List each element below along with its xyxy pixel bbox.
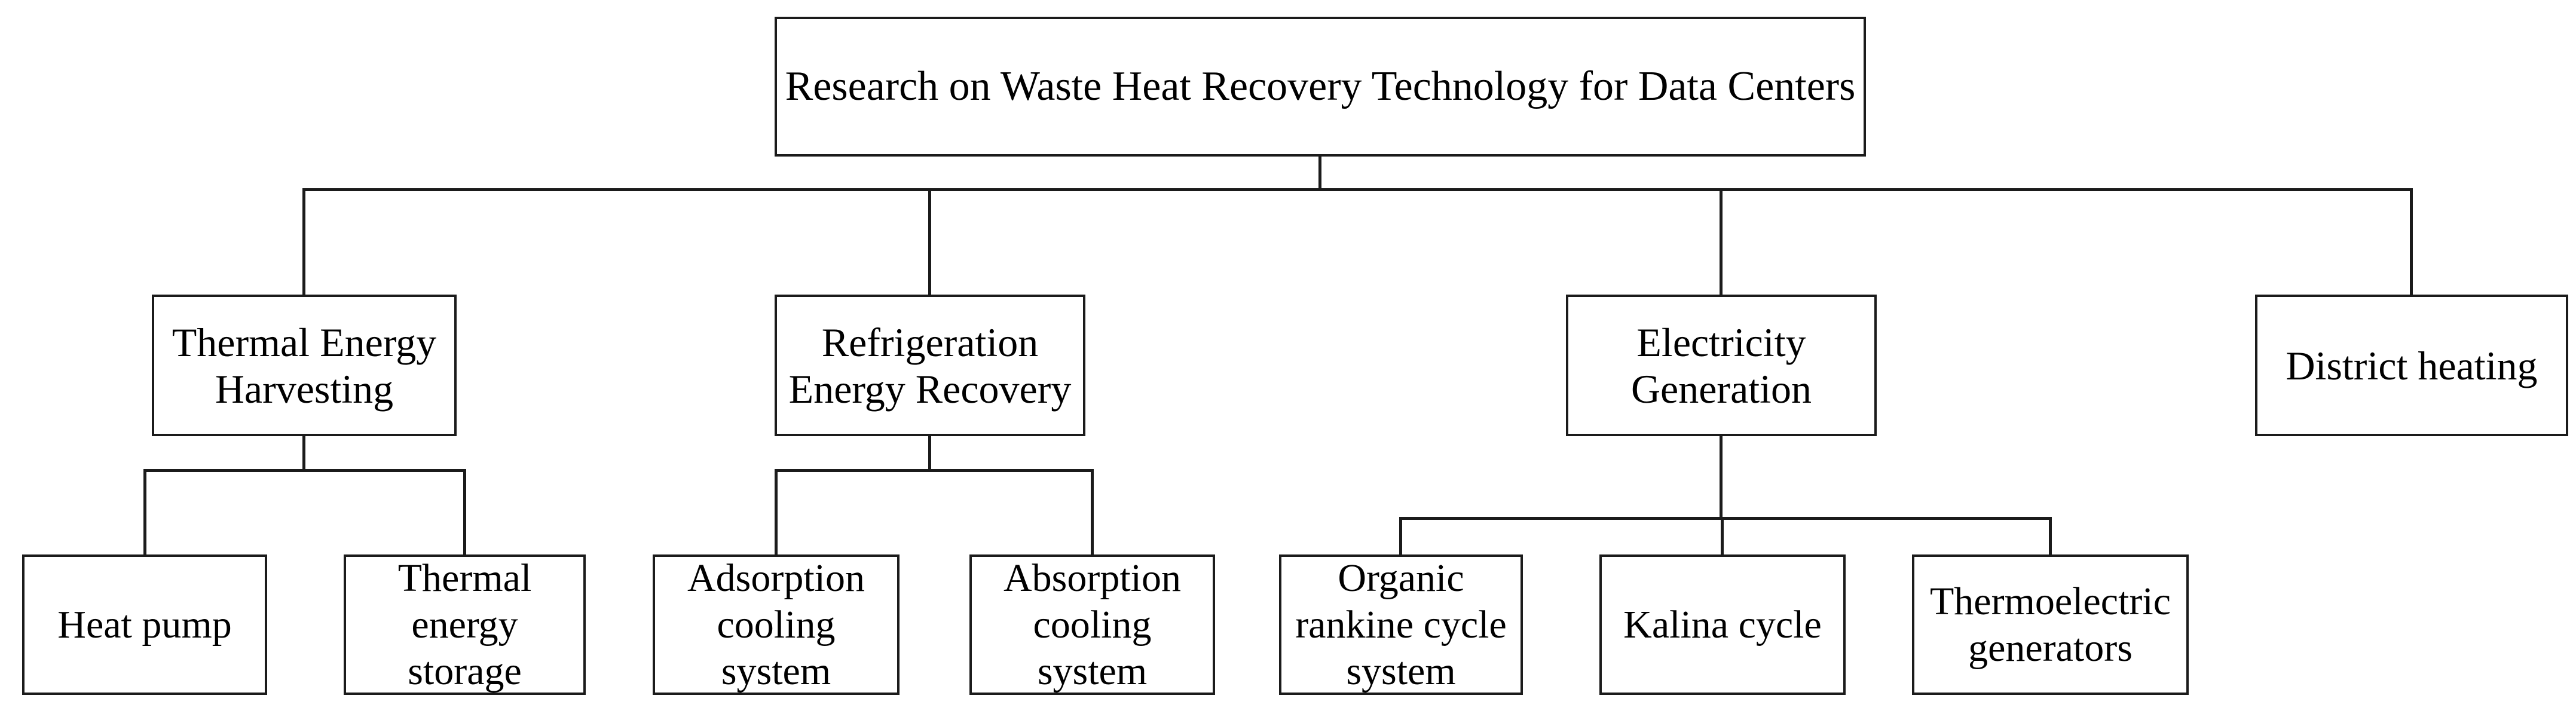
node-organic-rankine-cycle-system-label: Organic rankine cycle system bbox=[1295, 556, 1507, 693]
node-thermoelectric-generators-label: Thermoelectric generators bbox=[1929, 579, 2171, 670]
connector-drop-refrigeration-energy-recovery bbox=[928, 188, 931, 296]
node-heat-pump: Heat pump bbox=[22, 554, 267, 695]
node-electricity-generation: Electricity Generation bbox=[1566, 295, 1877, 436]
node-thermal-energy-storage: Thermal energy storage bbox=[344, 554, 586, 695]
node-thermal-energy-storage-label: Thermal energy storage bbox=[397, 556, 532, 693]
connector-refrigeration-stem bbox=[928, 435, 931, 471]
node-thermal-energy-harvesting: Thermal Energy Harvesting bbox=[152, 295, 457, 436]
node-heat-pump-label: Heat pump bbox=[57, 602, 232, 647]
connector-drop-electricity-generation bbox=[1720, 188, 1723, 296]
connector-drop-absorption-cooling-system bbox=[1091, 469, 1094, 556]
node-root-label: Research on Waste Heat Recovery Technolo… bbox=[785, 63, 1856, 109]
connector-drop-district-heating bbox=[2410, 188, 2413, 296]
connector-thermal-stem bbox=[302, 435, 305, 471]
connector-refrigeration-distributor bbox=[775, 469, 1094, 472]
connector-electricity-distributor bbox=[1399, 517, 2052, 520]
connector-root-stem bbox=[1318, 154, 1321, 190]
node-adsorption-cooling-system-label: Adsorption cooling system bbox=[687, 556, 865, 693]
connector-drop-thermal-energy-storage bbox=[463, 469, 466, 556]
connector-drop-adsorption-cooling-system bbox=[775, 469, 778, 556]
node-thermoelectric-generators: Thermoelectric generators bbox=[1912, 554, 2189, 695]
node-kalina-cycle-label: Kalina cycle bbox=[1623, 602, 1822, 647]
node-district-heating-label: District heating bbox=[2286, 342, 2538, 388]
node-root: Research on Waste Heat Recovery Technolo… bbox=[775, 17, 1866, 157]
connector-drop-kalina-cycle bbox=[1721, 517, 1724, 556]
node-adsorption-cooling-system: Adsorption cooling system bbox=[653, 554, 900, 695]
connector-level1-distributor bbox=[302, 188, 2413, 191]
node-thermal-energy-harvesting-label: Thermal Energy Harvesting bbox=[172, 319, 437, 412]
node-refrigeration-energy-recovery: Refrigeration Energy Recovery bbox=[775, 295, 1085, 436]
connector-drop-thermoelectric-generators bbox=[2049, 517, 2052, 556]
node-district-heating: District heating bbox=[2255, 295, 2568, 436]
connector-drop-heat-pump bbox=[143, 469, 146, 556]
connector-electricity-stem bbox=[1720, 435, 1723, 519]
connector-drop-organic-rankine-cycle-system bbox=[1399, 517, 1402, 556]
node-organic-rankine-cycle-system: Organic rankine cycle system bbox=[1279, 554, 1523, 695]
connector-thermal-distributor bbox=[143, 469, 466, 472]
node-electricity-generation-label: Electricity Generation bbox=[1630, 319, 1812, 412]
node-absorption-cooling-system: Absorption cooling system bbox=[969, 554, 1215, 695]
node-absorption-cooling-system-label: Absorption cooling system bbox=[1004, 556, 1181, 693]
node-kalina-cycle: Kalina cycle bbox=[1599, 554, 1846, 695]
node-refrigeration-energy-recovery-label: Refrigeration Energy Recovery bbox=[788, 319, 1072, 412]
connector-drop-thermal-energy-harvesting bbox=[302, 188, 305, 296]
